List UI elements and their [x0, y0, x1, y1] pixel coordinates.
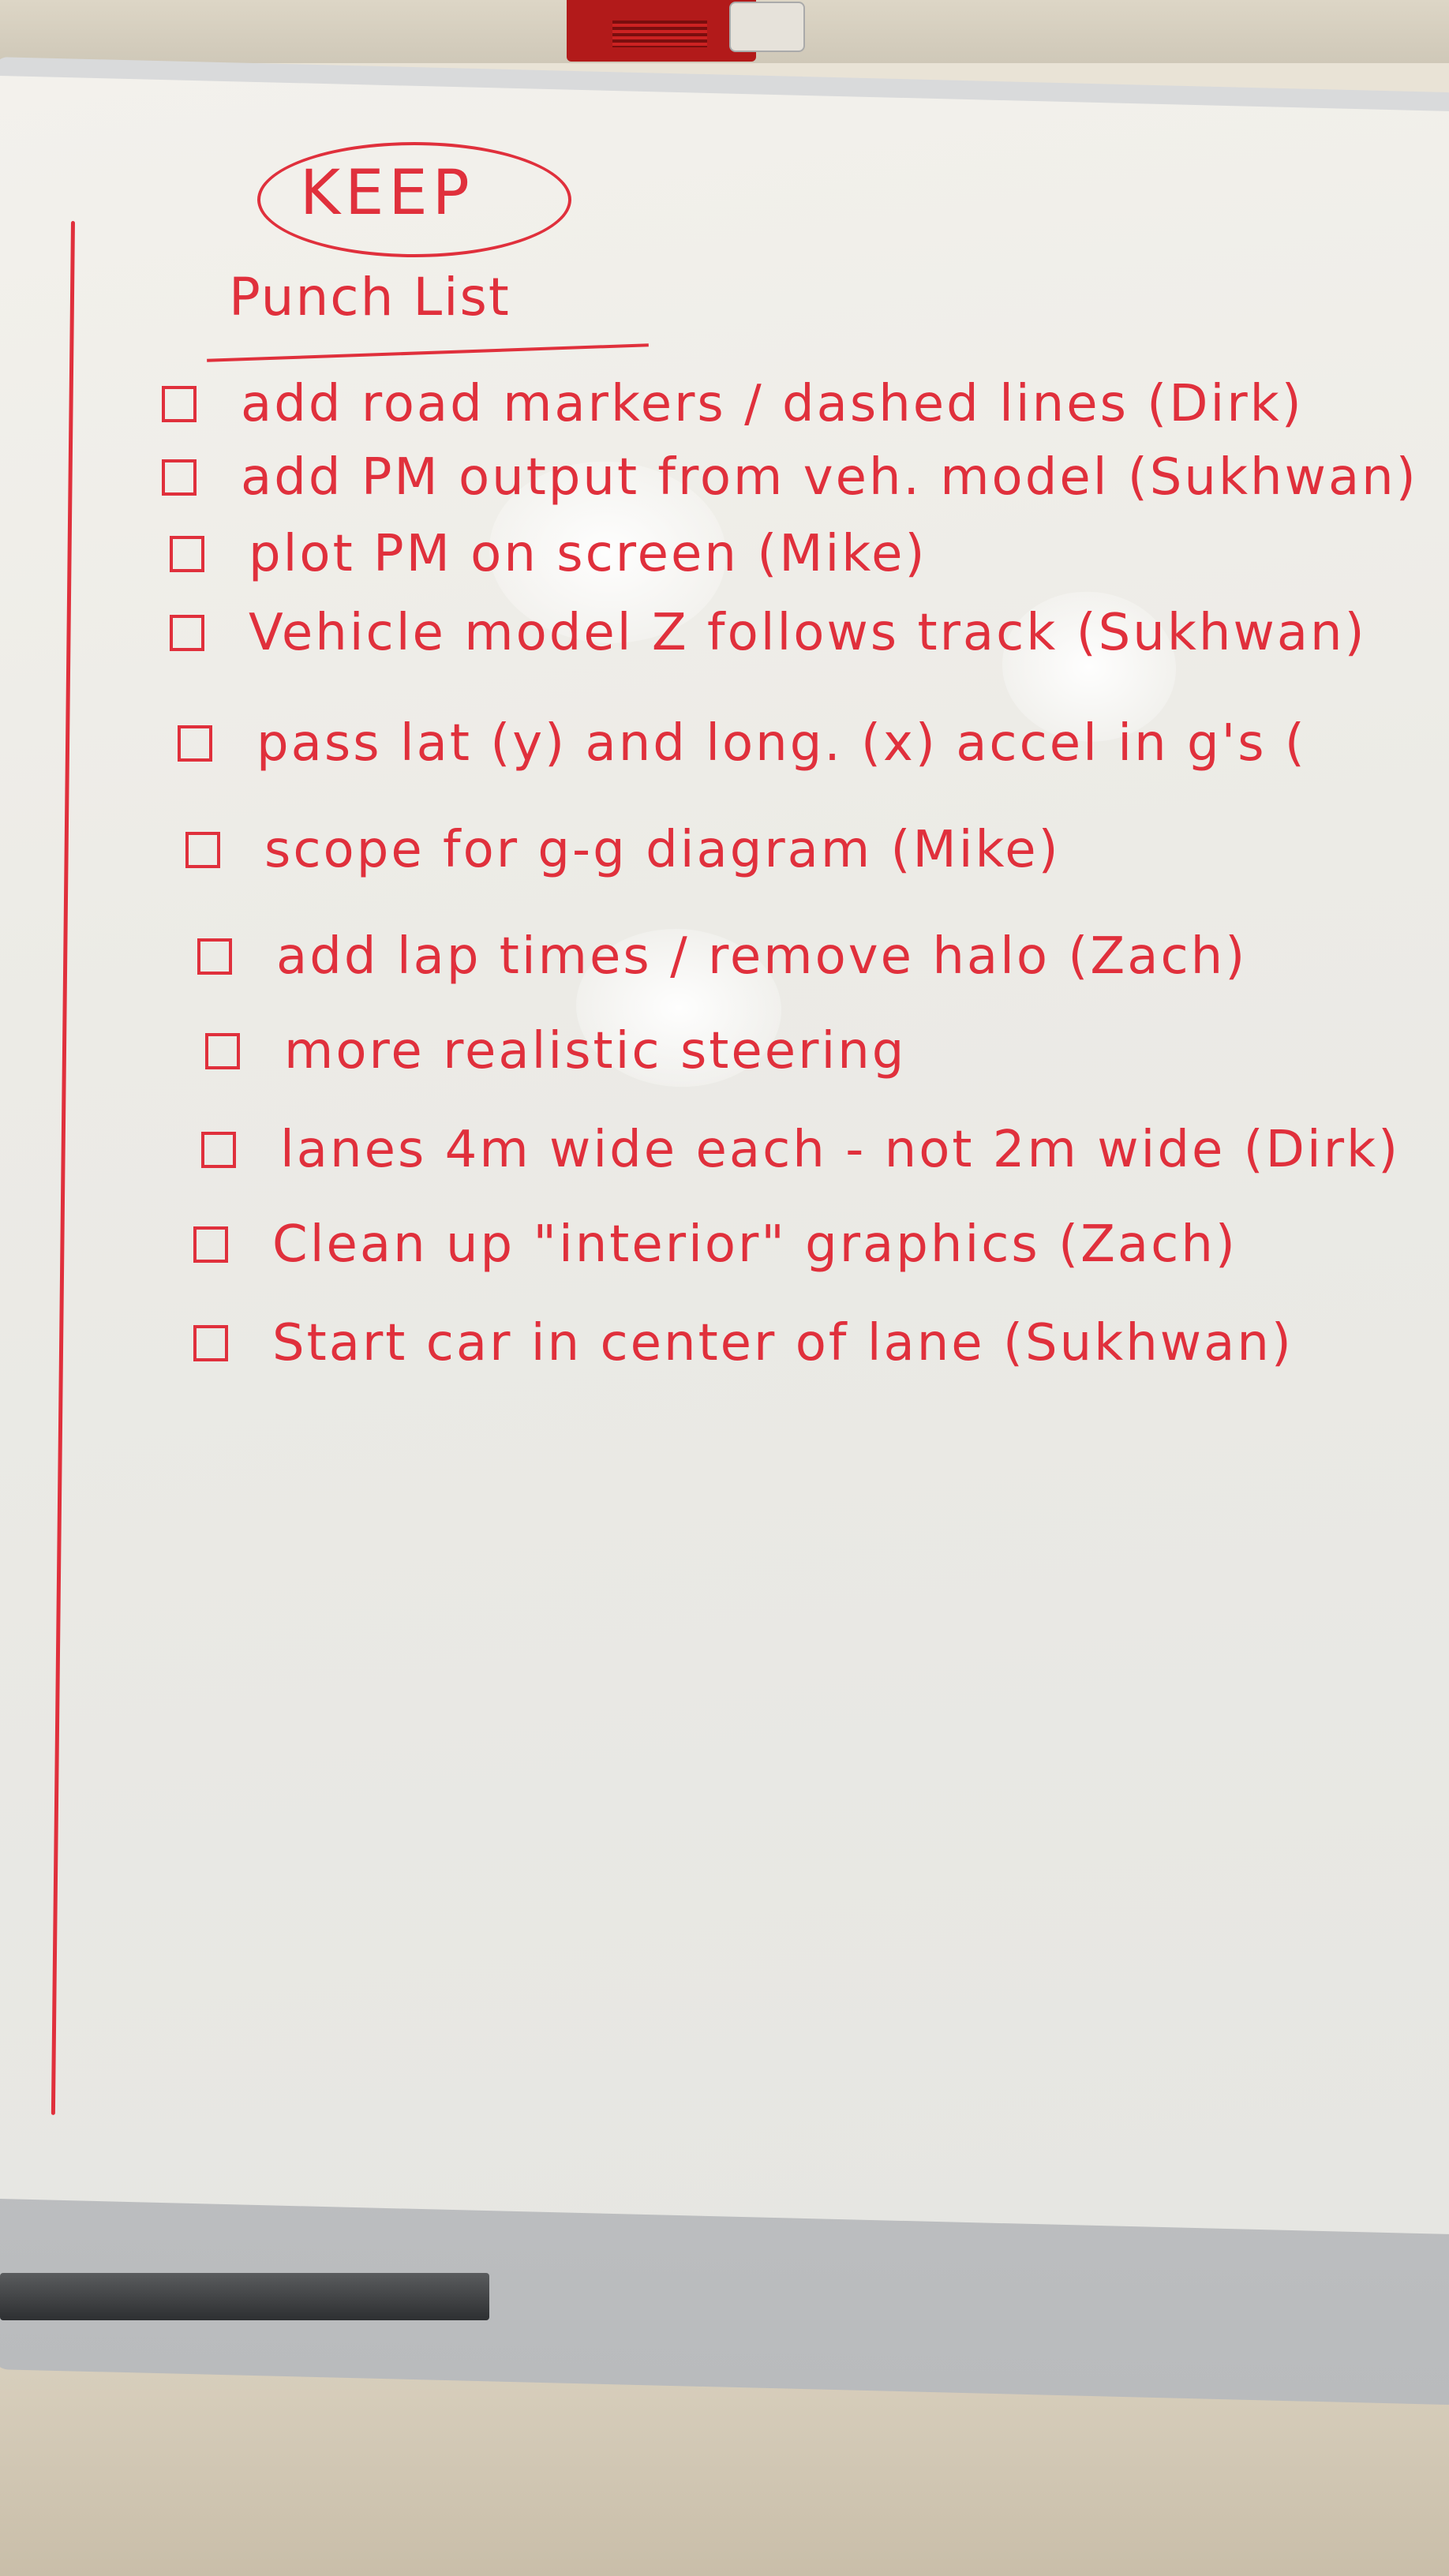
- list-item: add road markers / dashed lines (Dirk): [162, 375, 1304, 433]
- item-text: add road markers / dashed lines (Dirk): [241, 375, 1304, 433]
- list-item: lanes 4m wide each - not 2m wide (Dirk): [201, 1121, 1400, 1179]
- checkbox: [205, 1033, 240, 1069]
- alarm-strobe: [729, 2, 805, 52]
- item-text: Clean up "interior" graphics (Zach): [272, 1215, 1237, 1274]
- item-text: Vehicle model Z follows track (Sukhwan): [249, 604, 1367, 662]
- item-text: Start car in center of lane (Sukhwan): [272, 1314, 1294, 1372]
- list-item: Clean up "interior" graphics (Zach): [193, 1215, 1237, 1274]
- alarm-grille: [612, 21, 707, 47]
- checkbox: [162, 386, 197, 422]
- checkbox: [178, 725, 212, 762]
- item-text: pass lat (y) and long. (x) accel in g's …: [256, 714, 1307, 773]
- item-text: plot PM on screen (Mike): [249, 525, 927, 583]
- item-text: lanes 4m wide each - not 2m wide (Dirk): [280, 1121, 1401, 1179]
- list-item: Vehicle model Z follows track (Sukhwan): [170, 604, 1367, 662]
- list-item: Start car in center of lane (Sukhwan): [193, 1314, 1294, 1372]
- item-text: add lap times / remove halo (Zach): [276, 927, 1248, 986]
- title-circle: [257, 142, 571, 257]
- checkbox: [170, 536, 204, 572]
- list-item: scope for g-g diagram (Mike): [185, 821, 1061, 879]
- checkbox: [197, 938, 232, 975]
- checkbox: [170, 615, 204, 651]
- checkbox: [193, 1325, 228, 1361]
- marker-tray: [0, 2273, 489, 2320]
- checkbox: [193, 1226, 228, 1263]
- checkbox: [185, 832, 220, 868]
- checkbox: [201, 1132, 236, 1168]
- checkbox: [162, 459, 197, 496]
- list-item: add PM output from veh. model (Sukhwan): [162, 448, 1418, 507]
- list-item: add lap times / remove halo (Zach): [197, 927, 1247, 986]
- item-text: add PM output from veh. model (Sukhwan): [241, 448, 1418, 507]
- list-item: pass lat (y) and long. (x) accel in g's …: [178, 714, 1307, 773]
- fire-alarm: [567, 0, 805, 62]
- item-text: scope for g-g diagram (Mike): [264, 821, 1061, 879]
- list-item: plot PM on screen (Mike): [170, 525, 927, 583]
- board-title: KEEP: [300, 158, 474, 229]
- board-subtitle: Punch List: [229, 267, 511, 328]
- item-text: more realistic steering: [284, 1022, 907, 1080]
- list-item: more realistic steering: [205, 1022, 906, 1080]
